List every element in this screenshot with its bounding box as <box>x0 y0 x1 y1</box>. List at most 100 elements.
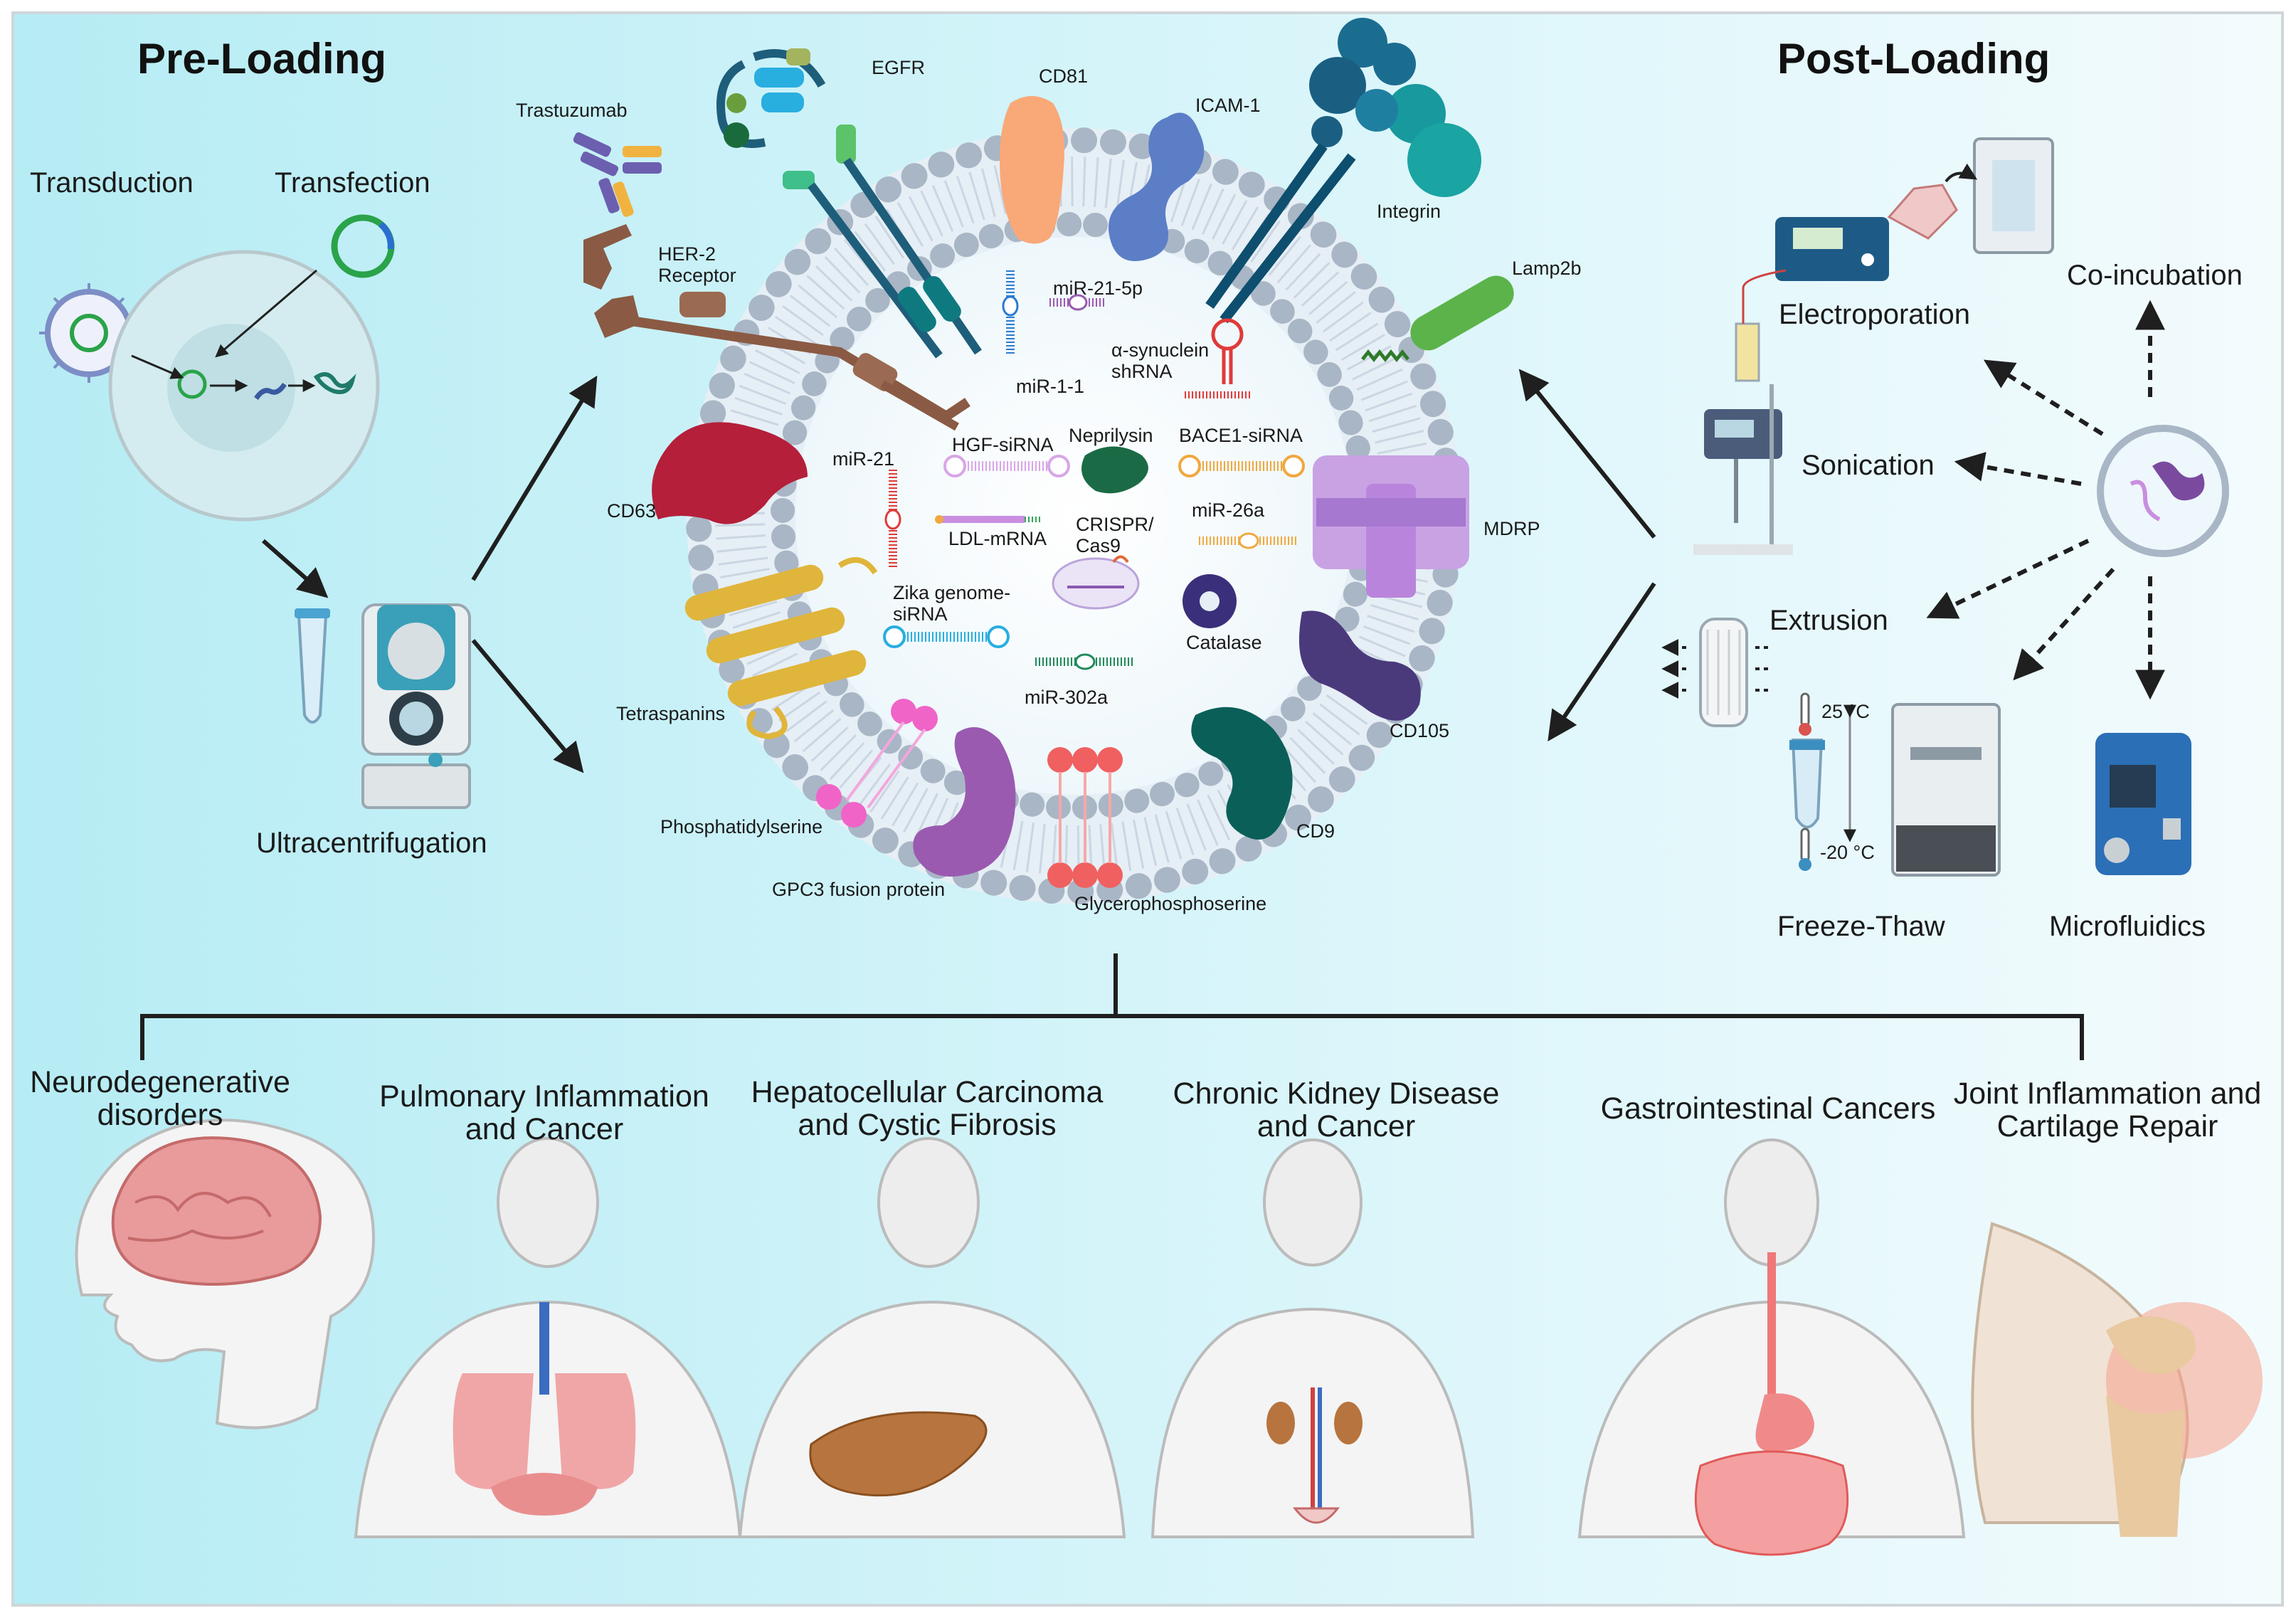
disease-label-gastrointestinal: Gastrointestinal Cancers <box>1601 1092 1936 1125</box>
mir21-5p-cargo <box>1049 294 1106 311</box>
label-icam1: ICAM-1 <box>1195 95 1261 116</box>
mdrp-protein <box>1313 455 1469 598</box>
label-temp-high: 25 °C <box>1821 701 1870 722</box>
label-freeze-thaw: Freeze-Thaw <box>1777 911 1945 942</box>
cd105-protein <box>1298 610 1421 721</box>
disease-line2: and Cystic Fibrosis <box>798 1108 1057 1142</box>
method-arrows <box>1926 300 2165 700</box>
label-ldl-mrna: LDL-mRNA <box>948 528 1047 549</box>
label-cd105: CD105 <box>1390 720 1450 741</box>
label-neprilysin: Neprilysin <box>1069 425 1153 446</box>
disease-tree-connector <box>140 953 2084 1060</box>
mir1-1-cargo <box>1002 270 1019 356</box>
egfr-protein <box>716 48 982 359</box>
label-phosphatidylserine: Phosphatidylserine <box>660 816 823 837</box>
heading-pre-loading: Pre-Loading <box>137 35 387 83</box>
label-mir1-1: miR-1-1 <box>1016 376 1085 397</box>
tetraspanins-protein <box>684 557 878 740</box>
disease-label-pulmonary: Pulmonary Inflammation and Cancer <box>379 1080 709 1146</box>
label-ultracentrifugation: Ultracentrifugation <box>256 827 487 859</box>
trastuzumab-antibody <box>573 132 662 217</box>
cd9-protein <box>1191 707 1293 840</box>
crispr-cas9-cargo <box>1052 555 1140 610</box>
label-zika-line2: siRNA <box>893 603 948 625</box>
label-synuclein-line2: shRNA <box>1111 361 1173 382</box>
label-co-incubation: Co-incubation <box>2067 260 2243 291</box>
lungs-body-illustration <box>354 1137 742 1538</box>
label-trastuzumab: Trastuzumab <box>516 100 628 121</box>
label-integrin: Integrin <box>1377 201 1441 222</box>
disease-line1: Gastrointestinal Cancers <box>1600 1091 1936 1126</box>
disease-label-hepatocellular: Hepatocellular Carcinoma and Cystic Fibr… <box>751 1076 1104 1141</box>
label-her2-line2: Receptor <box>658 265 736 286</box>
disease-line2: and Cancer <box>465 1112 624 1146</box>
label-crispr-line2: Cas9 <box>1076 535 1121 556</box>
sonicator-icon <box>1693 384 1793 555</box>
mir302a-cargo <box>1035 653 1135 670</box>
label-mdrp: MDRP <box>1483 518 1540 539</box>
disease-label-kidney: Chronic Kidney Disease and Cancer <box>1173 1077 1500 1143</box>
arrow-postload-down <box>1548 582 1656 741</box>
gpc3-fusion-protein <box>913 727 1016 877</box>
lamp2b-protein <box>1361 275 1514 363</box>
liver-body-illustration <box>738 1137 1126 1538</box>
arrow-to-ultracentrifuge <box>262 539 329 598</box>
mir26a-cargo <box>1199 532 1298 549</box>
label-egfr: EGFR <box>872 57 926 78</box>
brain-head-illustration <box>75 1119 376 1429</box>
co-incubation-incubator-icon <box>1887 137 2054 254</box>
hgf-sirna-cargo <box>943 455 1070 477</box>
label-transduction: Transduction <box>30 167 194 199</box>
disease-line1: Pulmonary Inflammation <box>379 1079 709 1114</box>
icam1-protein <box>1109 112 1205 261</box>
label-microfluidics: Microfluidics <box>2049 911 2206 942</box>
disease-line2: disorders <box>97 1098 223 1132</box>
arrow-postload-up <box>1518 369 1656 539</box>
mir21-cargo <box>884 470 901 569</box>
electroporation-device-icon <box>1735 217 1889 382</box>
label-synuclein-line1: α-synuclein <box>1111 339 1210 361</box>
ultracentrifuge-icon <box>295 603 471 809</box>
label-bace1-sirna: BACE1-siRNA <box>1179 425 1303 446</box>
label-crispr-line1: CRISPR/ <box>1076 514 1154 535</box>
integrin-protein <box>1205 18 1481 324</box>
label-catalase: Catalase <box>1186 632 1262 653</box>
label-sonication: Sonication <box>1802 450 1935 481</box>
synuclein-shrna-cargo <box>1185 318 1252 398</box>
neprilysin-protein <box>1081 446 1148 494</box>
disease-line1: Joint Inflammation and <box>1953 1077 2262 1111</box>
disease-label-joint: Joint Inflammation and Cartilage Repair <box>1954 1077 2262 1143</box>
host-cell <box>108 250 380 522</box>
label-cd9: CD9 <box>1296 820 1335 842</box>
knee-joint-illustration <box>1971 1222 2263 1537</box>
label-hgf-sirna: HGF-siRNA <box>952 434 1054 455</box>
label-cd63: CD63 <box>607 500 657 522</box>
ldl-mrna-cargo <box>935 515 1042 524</box>
arrow-preload-down <box>471 639 584 773</box>
label-glycerophosphoserine: Glycerophosphoserine <box>1074 893 1267 914</box>
label-mir26a: miR-26a <box>1192 499 1265 521</box>
label-tetraspanins: Tetraspanins <box>616 703 726 724</box>
phosphatidylserine-lipid <box>816 699 938 827</box>
bace1-sirna-cargo <box>1178 455 1305 477</box>
label-transfection: Transfection <box>275 167 430 199</box>
kidney-body-illustration <box>1150 1138 1475 1538</box>
label-extrusion: Extrusion <box>1769 605 1888 636</box>
extruder-icon <box>1661 618 1768 727</box>
catalase-protein <box>1183 574 1237 628</box>
label-mir302a: miR-302a <box>1025 687 1109 708</box>
her2-receptor <box>583 224 970 431</box>
disease-line2: and Cancer <box>1257 1109 1416 1143</box>
label-mir21: miR-21 <box>832 448 895 470</box>
label-mir21-5p: miR-21-5p <box>1053 277 1143 299</box>
label-cd81: CD81 <box>1039 65 1089 87</box>
heading-post-loading: Post-Loading <box>1777 35 2051 83</box>
label-electroporation: Electroporation <box>1779 299 1971 330</box>
freeze-thaw-icon <box>1789 692 2001 877</box>
label-lamp2b: Lamp2b <box>1512 258 1582 279</box>
plasmid-icon <box>331 214 395 278</box>
microfluidics-device-icon <box>2095 733 2191 875</box>
glycerophosphoserine-lipid <box>1047 747 1123 888</box>
